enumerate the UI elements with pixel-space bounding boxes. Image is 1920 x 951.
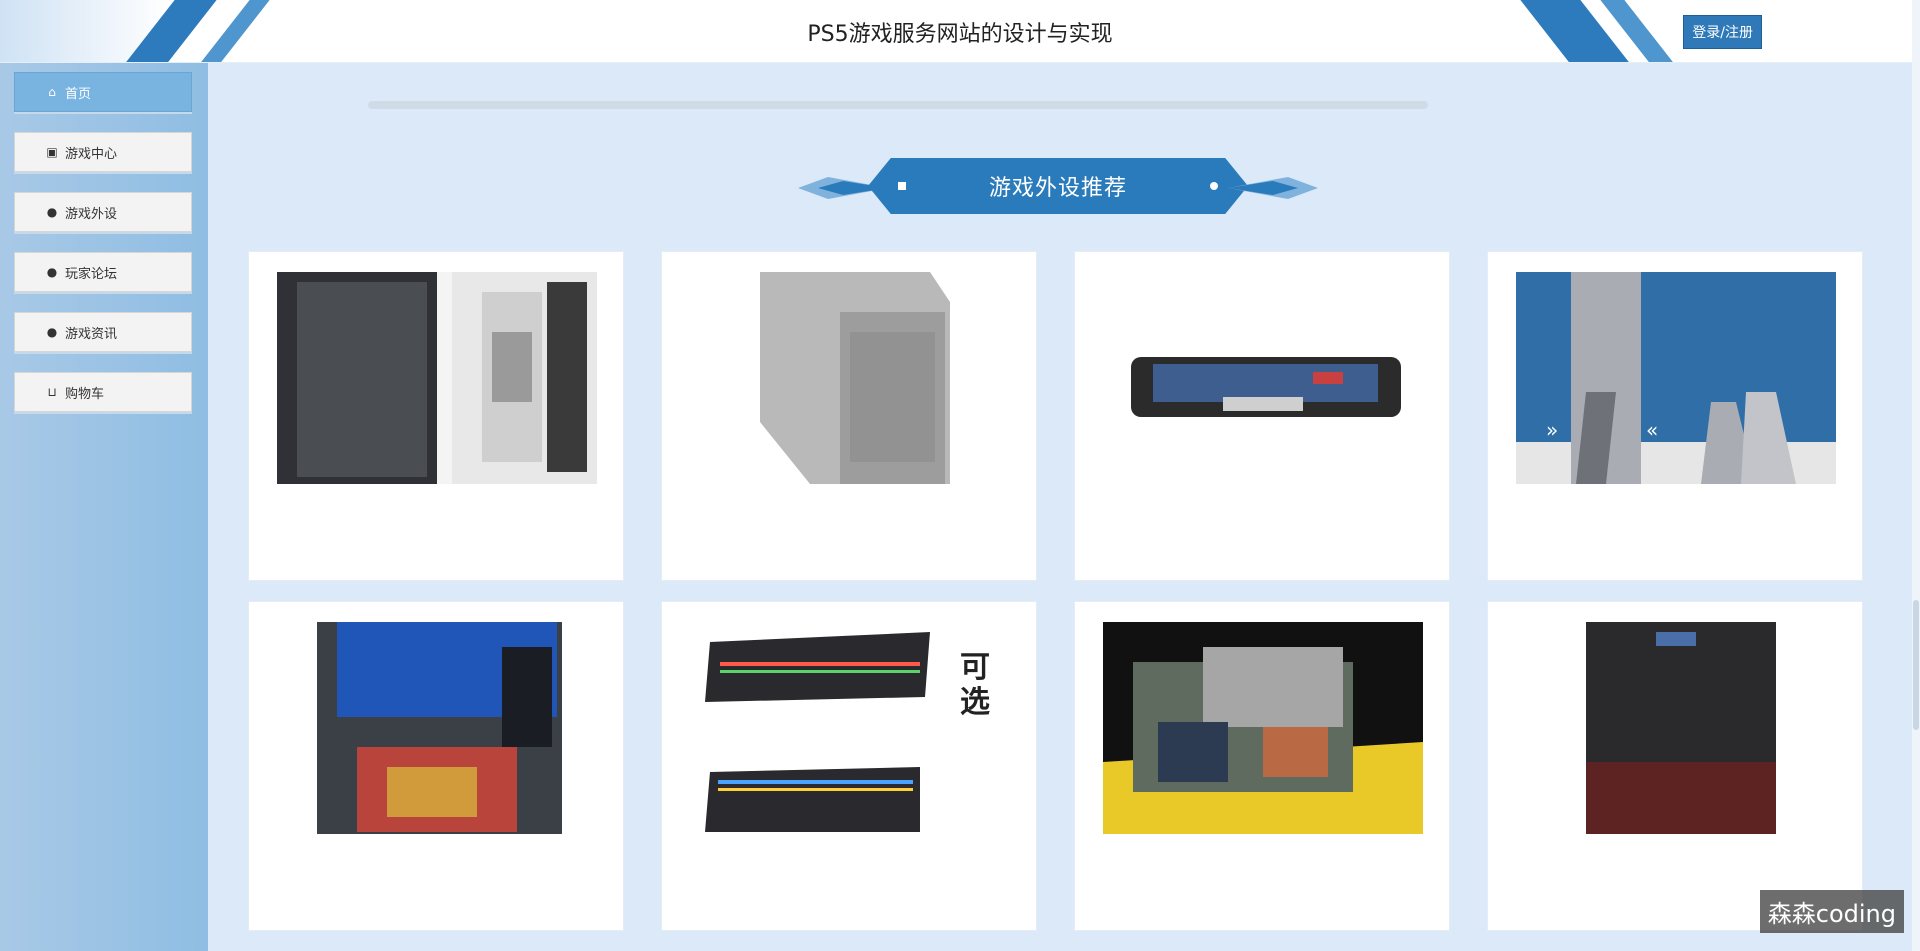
banner-dot — [898, 182, 906, 190]
product-image: 可 选 — [690, 622, 1010, 834]
product-card[interactable] — [661, 251, 1037, 581]
banner-dot — [1210, 182, 1218, 190]
cart-icon: ⊔ — [47, 385, 57, 399]
video-watermark: 森森coding — [1759, 890, 1904, 933]
svg-text:可: 可 — [960, 650, 990, 685]
sidebar-item-news[interactable]: ● 游戏资讯 — [14, 312, 192, 352]
sidebar-item-label: 首页 — [65, 86, 92, 102]
scrollbar-thumb[interactable] — [1913, 600, 1919, 730]
banner-wing-left — [798, 177, 888, 199]
sidebar-item-forum[interactable]: ● 玩家论坛 — [14, 252, 192, 292]
bag-icon: ▣ — [46, 145, 58, 159]
banner-wing-right — [1228, 177, 1318, 199]
svg-text:«: « — [1646, 418, 1658, 442]
sidebar-item-game-center[interactable]: ▣ 游戏中心 — [14, 132, 192, 172]
sidebar-item-label: 玩家论坛 — [65, 266, 118, 282]
sidebar-item-home[interactable]: ⌂ 首页 — [14, 72, 192, 112]
product-image — [277, 622, 597, 834]
sidebar-item-label: 游戏中心 — [65, 146, 118, 162]
home-icon: ⌂ — [48, 85, 56, 99]
product-image — [277, 272, 597, 484]
svg-text:选: 选 — [960, 685, 990, 720]
product-image — [690, 272, 1010, 484]
main-content: 游戏外设推荐 — [208, 63, 1912, 951]
product-card[interactable]: 可 选 — [661, 601, 1037, 931]
site-title: PS5游戏服务网站的设计与实现 — [807, 22, 1113, 47]
section-title: 游戏外设推荐 — [868, 158, 1248, 214]
login-register-button[interactable]: 登录/注册 — [1683, 15, 1762, 49]
info-icon: ● — [46, 325, 58, 339]
section-banner: 游戏外设推荐 — [798, 158, 1318, 220]
product-image — [1516, 622, 1836, 834]
product-image: » « — [1516, 272, 1836, 484]
sidebar: ⌂ 首页 ▣ 游戏中心 ● 游戏外设 ● 玩家论坛 ● 游戏资讯 ⊔ 购物车 — [0, 63, 208, 951]
product-image — [1103, 622, 1423, 834]
product-image — [1103, 272, 1423, 484]
sidebar-item-label: 游戏资讯 — [65, 326, 118, 342]
product-card[interactable] — [248, 251, 624, 581]
question-icon: ● — [46, 265, 58, 279]
top-header: PS5游戏服务网站的设计与实现 登录/注册 — [0, 0, 1920, 63]
sidebar-item-cart[interactable]: ⊔ 购物车 — [14, 372, 192, 412]
product-card[interactable] — [1487, 601, 1863, 931]
section-title-text: 游戏外设推荐 — [988, 176, 1127, 201]
info-icon: ● — [46, 205, 58, 219]
product-card[interactable] — [1074, 601, 1450, 931]
sidebar-item-label: 购物车 — [65, 386, 105, 402]
sidebar-item-label: 游戏外设 — [65, 206, 118, 222]
sidebar-item-peripherals[interactable]: ● 游戏外设 — [14, 192, 192, 232]
product-card[interactable]: » « — [1487, 251, 1863, 581]
svg-text:»: » — [1546, 418, 1558, 442]
page-scrollbar[interactable] — [1912, 0, 1920, 951]
carousel-indicator-bar — [368, 101, 1428, 109]
product-card[interactable] — [1074, 251, 1450, 581]
product-card[interactable] — [248, 601, 624, 931]
